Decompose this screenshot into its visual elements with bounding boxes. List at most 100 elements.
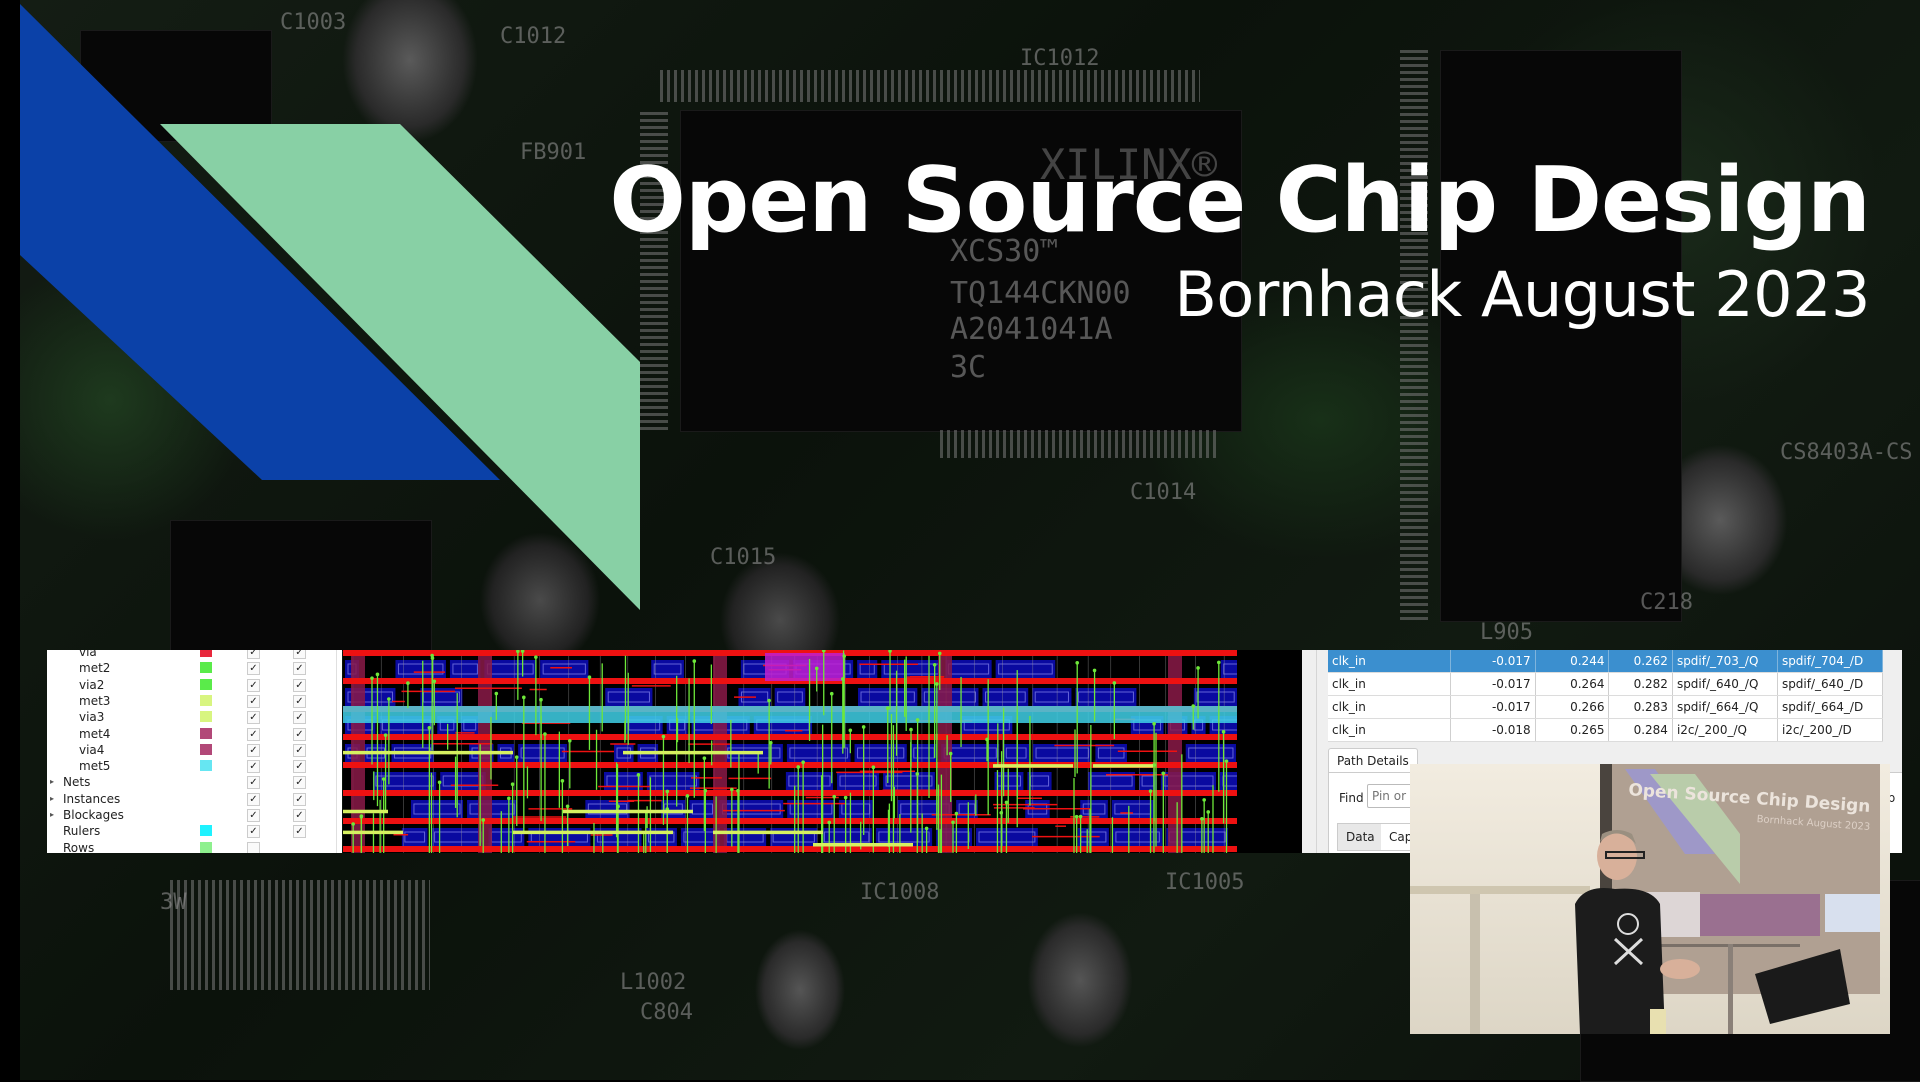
expand-arrow-icon[interactable]: ▸: [50, 793, 55, 803]
cell-pin-outline: [789, 747, 849, 759]
layer-visible-checkbox[interactable]: ✓: [247, 743, 260, 757]
layer-selectable-checkbox[interactable]: ✓: [293, 743, 306, 757]
silkscreen-label: C1014: [1130, 480, 1197, 505]
group-visible-checkbox[interactable]: ✓: [247, 792, 260, 806]
timing-cell-v1: -0.018: [1450, 718, 1536, 742]
group-selectable-checkbox[interactable]: ✓: [293, 792, 306, 806]
tent-beam: [1410, 886, 1590, 894]
layer-row-met2[interactable]: met2✓✓: [47, 660, 342, 676]
layer-color-swatch[interactable]: [200, 650, 212, 657]
standard-cell: [1032, 688, 1072, 706]
layer-selectable-checkbox[interactable]: ✓: [293, 760, 306, 774]
layer-color-swatch[interactable]: [200, 662, 212, 674]
standard-cell: [910, 744, 938, 762]
silkscreen-label: 3W: [160, 890, 187, 915]
layer-visibility-panel: via✓✓met2✓✓via2✓✓met3✓✓via3✓✓met4✓✓via4✓…: [47, 650, 342, 853]
group-row-rulers[interactable]: Rulers✓✓: [47, 823, 342, 839]
group-visible-checkbox[interactable]: ✓: [247, 776, 260, 790]
group-color-swatch[interactable]: [200, 825, 212, 837]
standard-cell: [661, 800, 686, 818]
via-marker: [832, 794, 837, 799]
layer-visible-checkbox[interactable]: ✓: [247, 694, 260, 708]
panel-splitter[interactable]: [336, 650, 342, 853]
expand-arrow-icon[interactable]: ▸: [50, 777, 55, 787]
layout-canvas[interactable]: [343, 650, 1237, 853]
via-marker: [801, 760, 805, 765]
expand-arrow-icon[interactable]: ▸: [50, 810, 55, 819]
lectern-pole: [1728, 944, 1733, 1034]
layer-color-swatch[interactable]: [200, 727, 212, 739]
cell-pin-outline: [1097, 747, 1125, 759]
via-marker: [821, 650, 826, 653]
group-visible-checkbox[interactable]: ✓: [247, 825, 260, 839]
group-visible-checkbox[interactable]: [247, 841, 260, 853]
layer-selectable-checkbox[interactable]: ✓: [293, 727, 306, 741]
group-selectable-checkbox[interactable]: ✓: [293, 825, 306, 839]
standard-cell: [1075, 688, 1137, 706]
standard-cell: [585, 800, 630, 818]
layer-selectable-checkbox[interactable]: ✓: [293, 694, 306, 708]
chip-layout-view[interactable]: [343, 650, 1237, 853]
group-row-rows[interactable]: Rows: [47, 840, 342, 853]
layer-row-met3[interactable]: met3✓✓: [47, 693, 342, 709]
layer-selectable-checkbox[interactable]: ✓: [293, 650, 306, 659]
silkscreen-label: XCS30™: [950, 234, 1059, 269]
layer-row-met4[interactable]: met4✓✓: [47, 726, 342, 742]
dock-grip[interactable]: [1316, 650, 1317, 853]
standard-cell: [1095, 744, 1127, 762]
layer-row-via3[interactable]: via3 ✓ ✓: [47, 709, 342, 725]
layer-row-via2[interactable]: via2✓✓: [47, 677, 342, 693]
group-color-swatch[interactable]: [200, 841, 212, 853]
standard-cell: [467, 800, 518, 818]
layer-color-swatch[interactable]: [200, 760, 212, 772]
layer-visible-checkbox[interactable]: ✓: [247, 727, 260, 741]
group-selectable-checkbox[interactable]: ✓: [293, 776, 306, 790]
via-marker: [948, 751, 953, 756]
layer-visible-checkbox[interactable]: ✓: [247, 662, 260, 676]
via-marker: [514, 755, 519, 759]
via-marker: [661, 734, 666, 739]
silkscreen-label: L1002: [620, 970, 687, 995]
via-marker: [430, 656, 435, 660]
layer-color-swatch[interactable]: [200, 743, 212, 755]
via-marker: [861, 725, 866, 729]
group-row-blockages[interactable]: ▸Blockages✓✓: [47, 807, 342, 823]
layer-color-swatch[interactable]: [200, 678, 212, 690]
cell-pin-outline: [1188, 747, 1234, 759]
layer-visible-checkbox[interactable]: ✓: [247, 650, 260, 659]
cell-pin-outline: [788, 775, 831, 787]
layer-name: via4: [79, 742, 105, 757]
layer-row-via[interactable]: via✓✓: [47, 650, 342, 660]
via-marker: [951, 820, 955, 825]
group-row-instances[interactable]: ▸Instances✓✓: [47, 791, 342, 807]
layer-visible-checkbox[interactable]: ✓: [247, 760, 260, 774]
layer-row-met5[interactable]: met5✓✓: [47, 758, 342, 774]
group-selectable-checkbox[interactable]: ✓: [293, 809, 306, 822]
layer-color-swatch[interactable]: [200, 694, 212, 706]
cell-pin-outline: [542, 663, 586, 675]
via-marker: [507, 796, 511, 801]
speaker-glasses: [1605, 851, 1645, 859]
layer-selectable-checkbox[interactable]: ✓: [293, 678, 306, 692]
standard-cell: [719, 800, 784, 818]
layer-row-via4[interactable]: via4 ✓ ✓: [47, 742, 342, 758]
layer-selectable-checkbox[interactable]: ✓: [293, 711, 306, 725]
layer-visible-checkbox[interactable]: ✓: [247, 678, 260, 692]
tab-path-details[interactable]: Path Details: [1328, 748, 1418, 773]
layer-name: via3: [79, 710, 105, 725]
layer-color-swatch[interactable]: [200, 711, 212, 723]
via-marker: [432, 679, 437, 684]
group-row-nets[interactable]: ▸Nets✓✓: [47, 774, 342, 790]
layer-visible-checkbox[interactable]: ✓: [247, 711, 260, 725]
group-visible-checkbox[interactable]: ✓: [247, 809, 260, 822]
highlighted-instance: [765, 653, 845, 681]
tab-data[interactable]: Data: [1337, 823, 1384, 851]
layer-selectable-checkbox[interactable]: ✓: [293, 662, 306, 676]
via-marker: [1078, 814, 1083, 819]
via-marker: [430, 653, 434, 658]
